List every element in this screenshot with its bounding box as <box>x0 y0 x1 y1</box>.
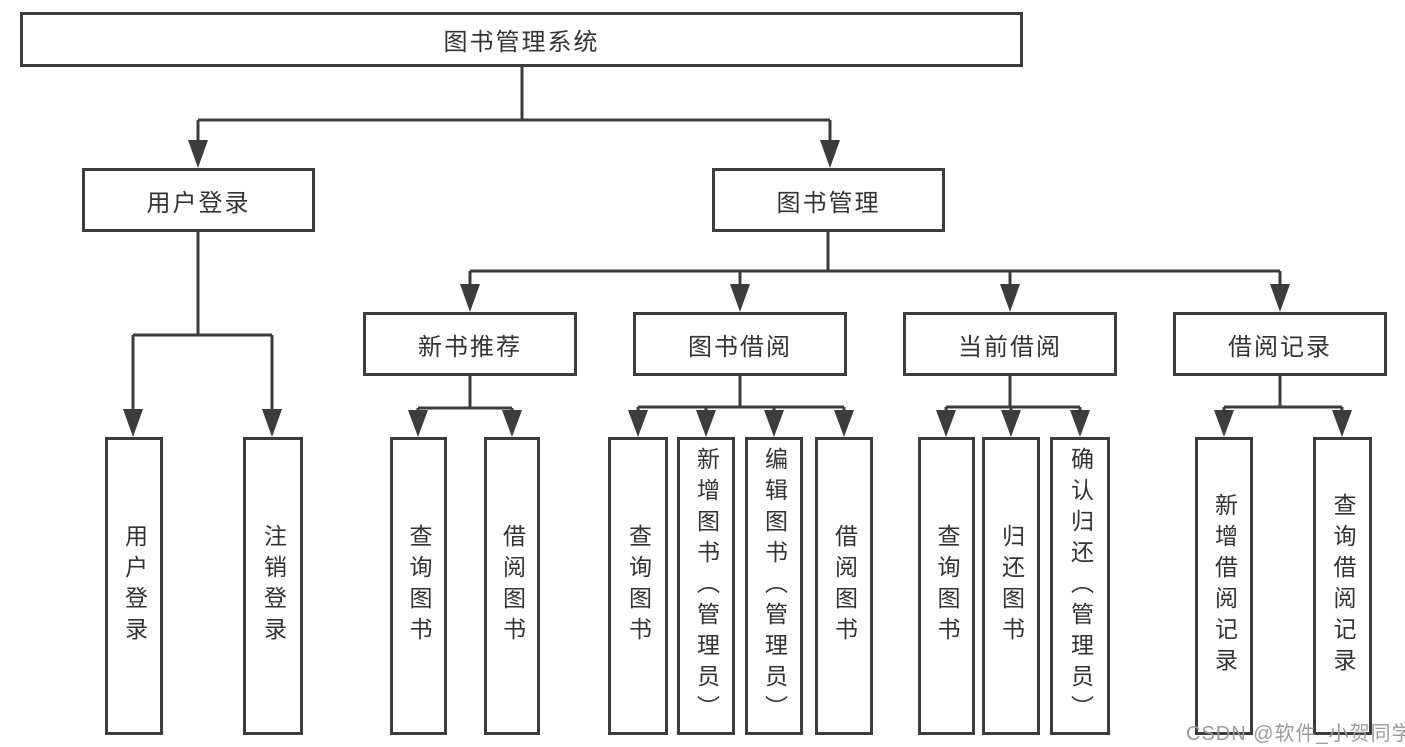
edges-current-borrow-to-leaves <box>936 376 1090 437</box>
leaf-add-borrow-record: 新增借阅记录 <box>1195 437 1253 735</box>
arrowhead-icon <box>730 284 750 312</box>
node-label: 确认归还（管理员） <box>1067 446 1094 726</box>
arrowhead-icon <box>408 410 428 437</box>
edges-book-borrow-to-leaves <box>628 376 854 437</box>
csdn-watermark: CSDN @软件_小贺同学 <box>1186 723 1405 745</box>
node-label: 图书管理系统 <box>443 29 600 56</box>
leaf-borrow-books: 借阅图书 <box>815 437 873 735</box>
leaf-query-borrow-record: 查询借阅记录 <box>1313 437 1372 735</box>
arrowhead-icon <box>262 409 282 437</box>
node-label: 用户登录 <box>121 524 148 648</box>
arrowhead-icon <box>764 410 784 437</box>
leaf-confirm-return-admin: 确认归还（管理员） <box>1050 437 1110 735</box>
leaf-query-books: 查询图书 <box>608 437 668 735</box>
node-label: 当前借阅 <box>958 333 1062 361</box>
arrowhead-icon <box>460 284 480 312</box>
arrowhead-icon <box>1000 284 1020 312</box>
node-book-borrowing: 图书借阅 <box>633 312 847 376</box>
leaf-add-books-admin: 新增图书（管理员） <box>677 437 735 735</box>
node-current-borrowing: 当前借阅 <box>903 312 1117 376</box>
node-label: 查询图书 <box>625 524 652 648</box>
node-label: 图书借阅 <box>688 333 792 361</box>
arrowhead-icon <box>834 410 854 437</box>
node-book-management-branch: 图书管理 <box>712 168 945 232</box>
node-label: 查询借阅记录 <box>1330 493 1356 679</box>
edges-root-to-level2 <box>188 67 840 168</box>
edges-user-login-to-leaves <box>123 232 282 437</box>
leaf-query-books: 查询图书 <box>390 437 447 735</box>
arrowhead-icon <box>1070 410 1090 437</box>
arrowhead-icon <box>1214 410 1234 437</box>
leaf-logout: 注销登录 <box>243 437 303 735</box>
node-label: 归还图书 <box>998 524 1025 648</box>
leaf-edit-books-admin: 编辑图书（管理员） <box>745 437 803 735</box>
node-label: 编辑图书（管理员） <box>761 446 788 726</box>
node-label: 新书推荐 <box>418 333 522 361</box>
node-label: 图书管理 <box>776 189 881 217</box>
node-label: 借阅记录 <box>1228 333 1332 361</box>
node-new-book-recommendation: 新书推荐 <box>363 312 577 376</box>
edges-new-book-rec-to-leaves <box>408 376 522 437</box>
node-label: 查询图书 <box>406 524 432 648</box>
arrowhead-icon <box>502 410 522 437</box>
node-library-management-system: 图书管理系统 <box>20 12 1023 67</box>
node-label: 查询图书 <box>934 524 960 648</box>
node-label: 借阅图书 <box>831 524 858 648</box>
node-label: 用户登录 <box>146 189 251 217</box>
arrowhead-icon <box>696 410 716 437</box>
arrowhead-icon <box>936 410 956 437</box>
leaf-return-books: 归还图书 <box>982 437 1040 735</box>
node-user-login-branch: 用户登录 <box>82 168 315 232</box>
node-label: 新增借阅记录 <box>1211 493 1238 679</box>
arrowhead-icon <box>1332 410 1352 437</box>
edges-borrow-records-to-leaves <box>1214 376 1352 437</box>
leaf-query-books: 查询图书 <box>918 437 975 735</box>
node-borrowing-records: 借阅记录 <box>1173 312 1387 376</box>
arrowhead-icon <box>1270 284 1290 312</box>
node-label: 新增图书（管理员） <box>693 446 720 726</box>
leaf-borrow-books: 借阅图书 <box>484 437 540 735</box>
arrowhead-icon <box>820 140 840 168</box>
leaf-user-login: 用户登录 <box>105 437 163 735</box>
node-label: 借阅图书 <box>499 524 526 648</box>
arrowhead-icon <box>1001 410 1021 437</box>
edges-book-mgmt-to-level3 <box>460 232 1290 312</box>
arrowhead-icon <box>628 410 648 437</box>
arrowhead-icon <box>188 140 208 168</box>
node-label: 注销登录 <box>260 524 287 648</box>
arrowhead-icon <box>123 409 143 437</box>
